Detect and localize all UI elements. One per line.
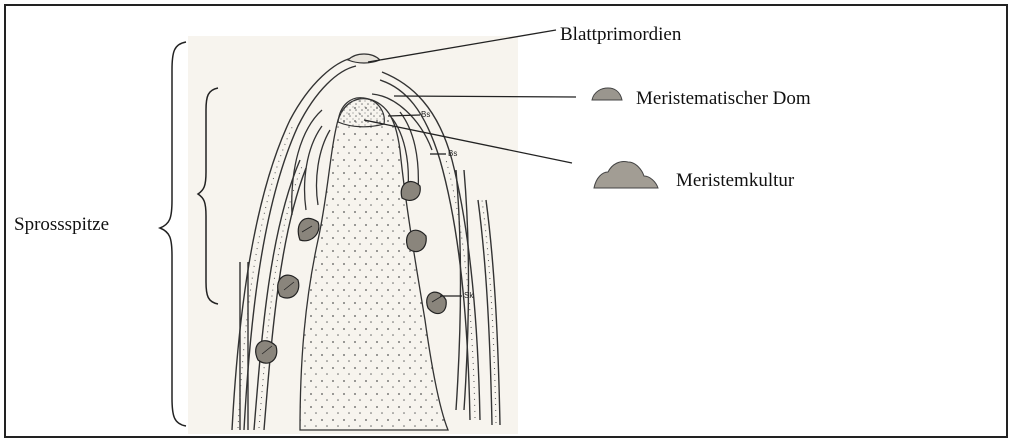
label-meristematischer-dom: Meristematischer Dom [636, 88, 811, 110]
dome-icon [592, 88, 622, 100]
label-meristemkultur: Meristemkultur [676, 170, 794, 192]
label-sk: Sk [464, 291, 473, 300]
label-bs-2: Bs [448, 149, 457, 158]
meristem-culture-icon [594, 161, 658, 188]
brace-sprossspitze [160, 42, 186, 426]
label-sprossspitze: Sprossspitze [14, 214, 109, 236]
label-blattprimordien: Blattprimordien [560, 24, 681, 46]
label-bs-1: Bs [421, 110, 430, 119]
